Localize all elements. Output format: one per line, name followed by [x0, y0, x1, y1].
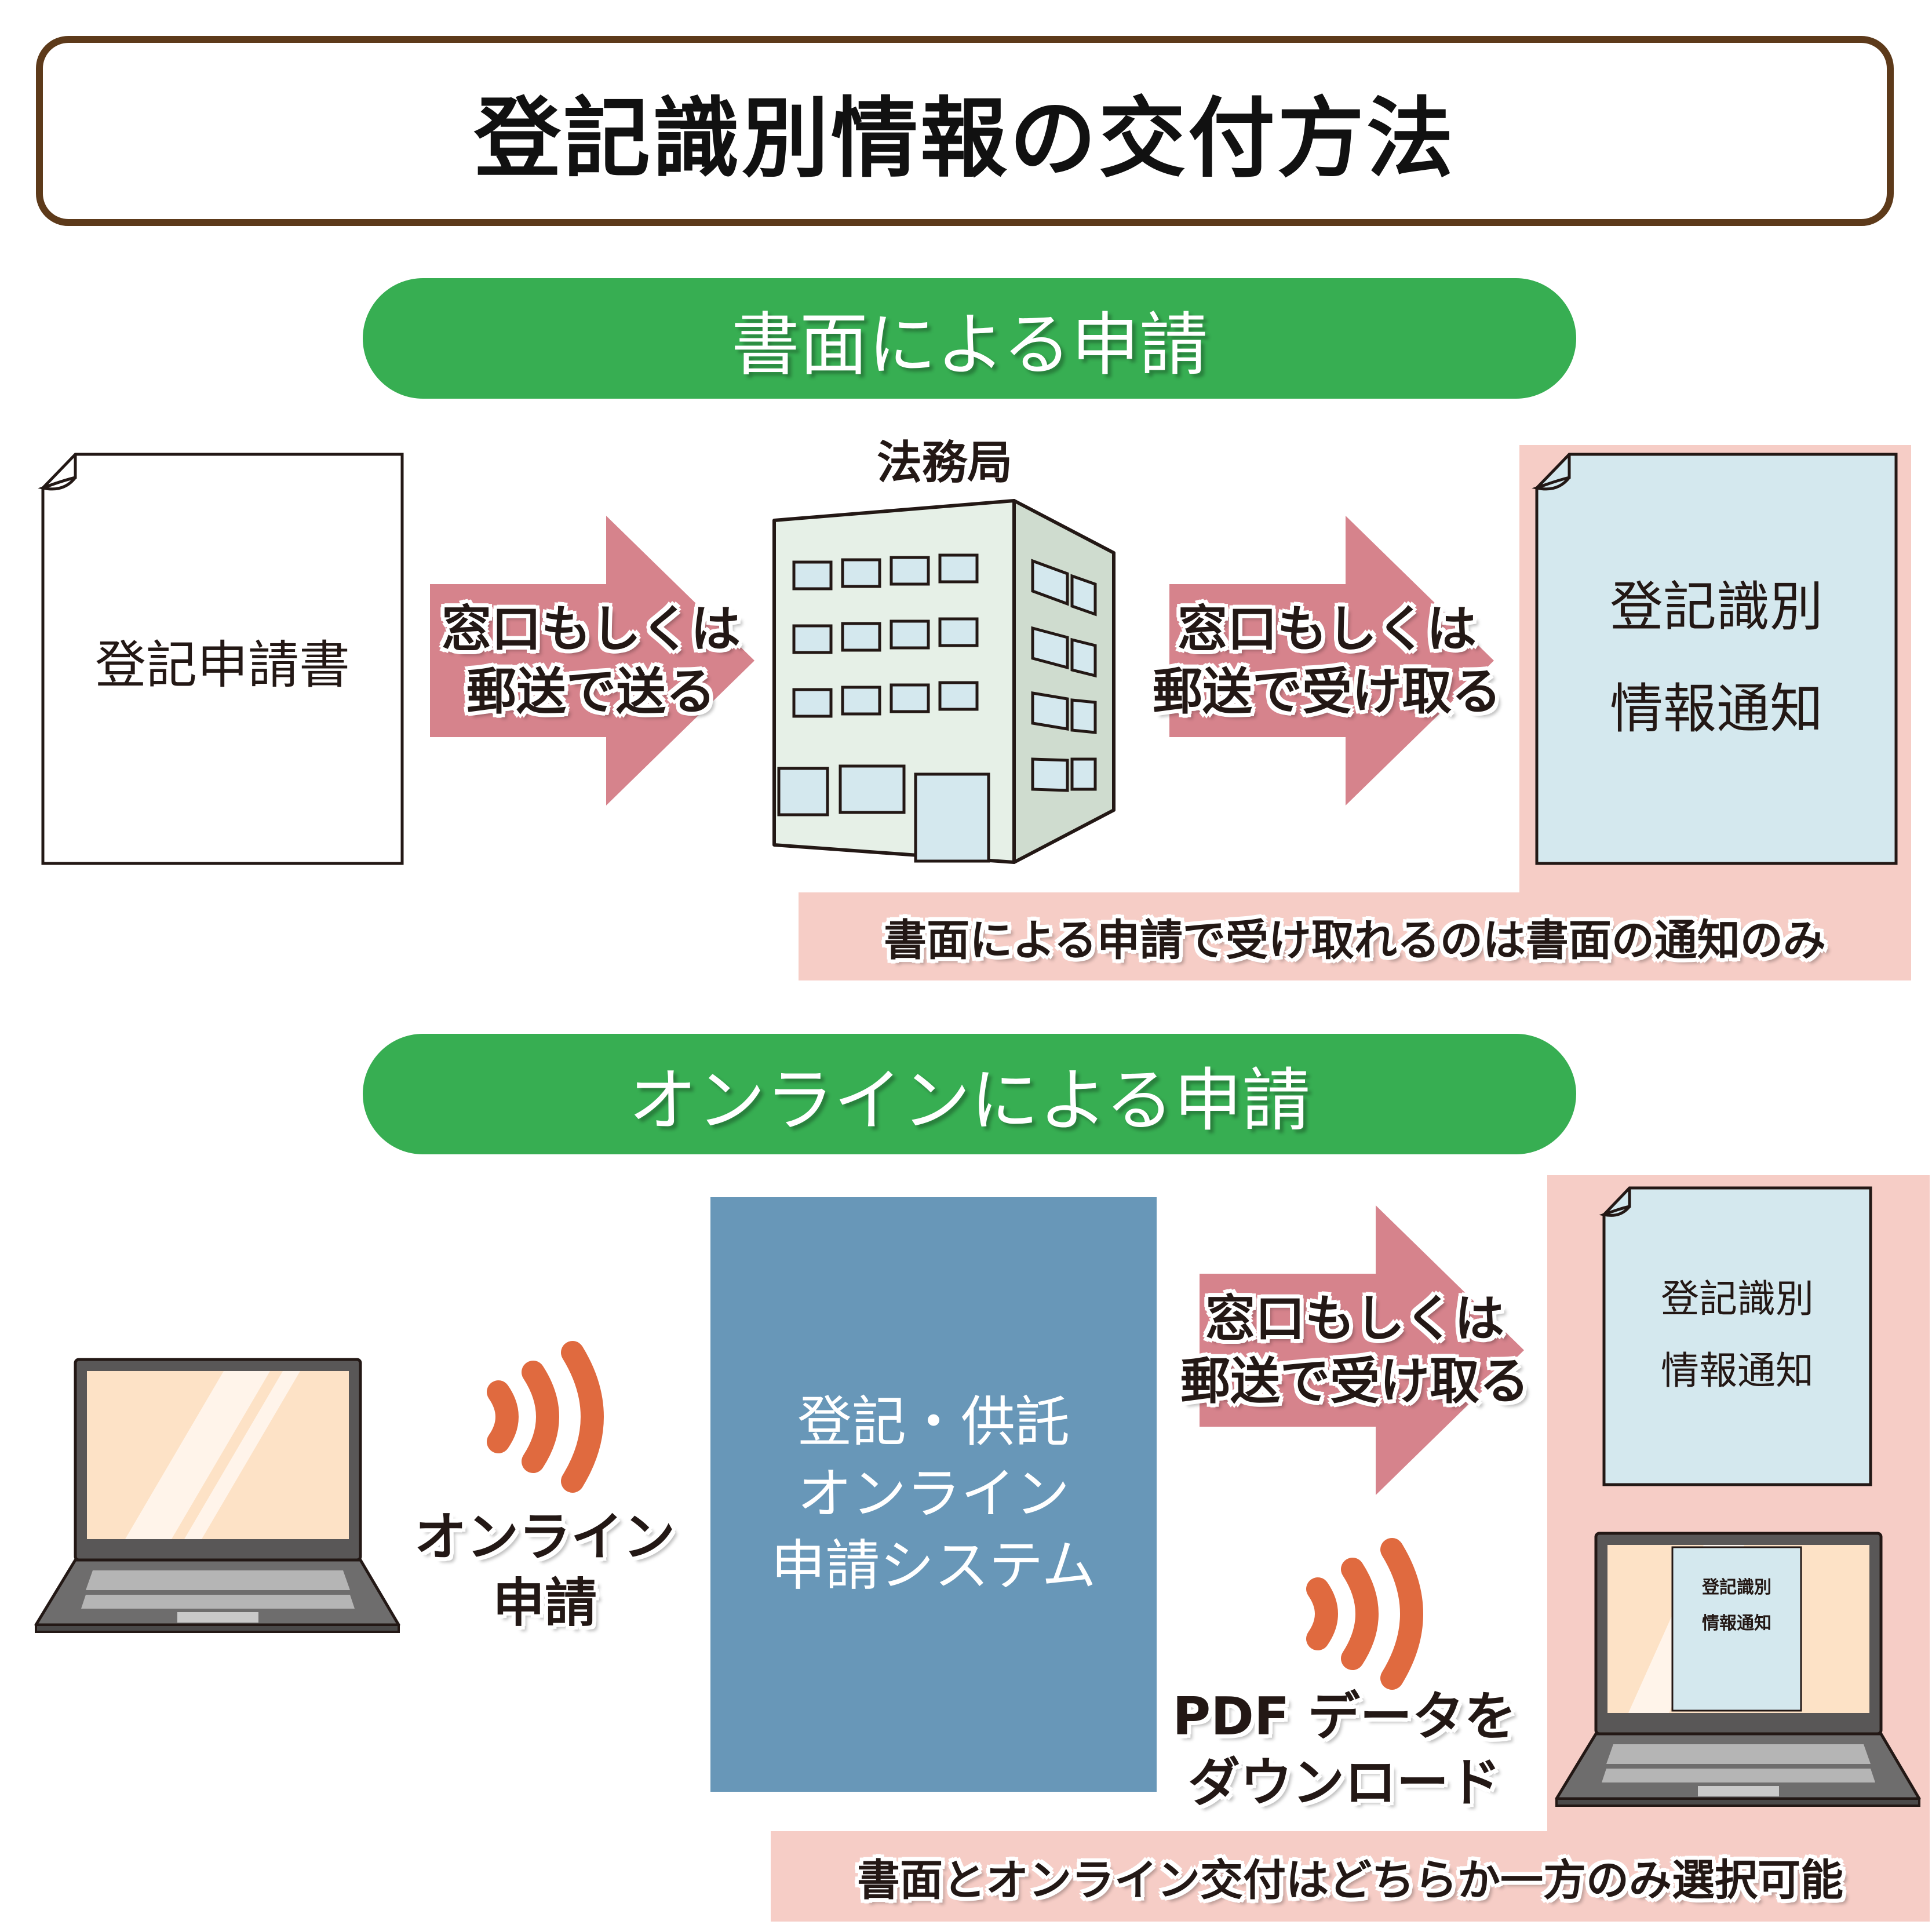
arrow-receive-online-line2: 郵送で受け取る — [1180, 1353, 1529, 1410]
application-doc-label: 登記申請書 — [43, 626, 402, 695]
online-application-label: オンライン 申請 — [382, 1501, 707, 1640]
online-application-line2: 申請 — [493, 1573, 597, 1634]
laptop-icon — [34, 1358, 400, 1633]
screen-notice-line1: 登記識別 — [1702, 1577, 1771, 1598]
system-line1: 登記・供託 — [797, 1391, 1070, 1454]
document-icon — [38, 453, 404, 865]
arrow-send-line1: 窓口もしくは — [442, 600, 741, 658]
note-online-text: 書面とオンライン交付はどちらか一方のみ選択可能 — [857, 1855, 1843, 1905]
download-line2: ダウンロード — [1188, 1752, 1501, 1813]
arrow-receive-online-line1: 窓口もしくは — [1205, 1290, 1504, 1348]
section-paper-heading: 書面による申請 — [363, 278, 1576, 399]
note-panel-paper — [799, 892, 1911, 980]
section-online-heading: オンラインによる申請 — [363, 1034, 1576, 1154]
arrow-receive-paper-line1: 窓口もしくは — [1178, 600, 1477, 658]
note-paper-text: 書面による申請で受け取れるのは書面の通知のみ — [884, 915, 1826, 965]
notice-paper-line2: 情報通知 — [1609, 678, 1823, 740]
download-label: PDF データを ダウンロード — [1153, 1681, 1536, 1820]
note-panel-online — [771, 1831, 1930, 1922]
document-icon — [1532, 453, 1898, 865]
notice-paper-line1: 登記識別 — [1609, 576, 1823, 638]
arrow-receive-paper-label: 窓口もしくは 郵送で受け取る — [1130, 591, 1524, 730]
building-icon — [772, 499, 1116, 864]
system-line2: オンライン — [797, 1463, 1070, 1526]
section-paper-heading-text: 書面による申請 — [731, 304, 1208, 385]
arrow-receive-online-label: 窓口もしくは 郵送で受け取る — [1158, 1281, 1552, 1420]
note-online: 書面とオンライン交付はどちらか一方のみ選択可能 — [771, 1831, 1930, 1922]
office-label-text: 法務局 — [876, 437, 1012, 489]
office-label: 法務局 — [811, 424, 1078, 494]
section-online-heading-text: オンラインによる申請 — [628, 1060, 1311, 1140]
signal-icon — [1306, 1538, 1423, 1690]
arrow-send-line2: 郵送で送る — [466, 663, 716, 721]
arrow-icon — [1169, 516, 1494, 805]
screen-notice-line2: 情報通知 — [1702, 1613, 1771, 1634]
arrow-icon — [430, 516, 754, 805]
online-system-box: 登記・供託 オンライン 申請システム — [710, 1197, 1157, 1792]
online-application-line1: オンライン — [414, 1507, 675, 1568]
note-paper: 書面による申請で受け取れるのは書面の通知のみ — [799, 892, 1911, 980]
title-box: 登記識別情報の交付方法 — [36, 36, 1894, 226]
laptop-icon — [1555, 1532, 1921, 1807]
page-title: 登記識別情報の交付方法 — [473, 88, 1456, 189]
document-icon — [1599, 1186, 1872, 1486]
notice-online-line1: 登記識別 — [1661, 1277, 1814, 1321]
arrow-receive-paper-line2: 郵送で受け取る — [1153, 663, 1501, 721]
signal-icon — [487, 1341, 604, 1493]
notice-online-label: 登記識別 情報通知 — [1604, 1263, 1871, 1407]
download-line1: PDF データを — [1172, 1686, 1517, 1747]
screen-notice-label: 登記識別 情報通知 — [1672, 1562, 1801, 1649]
arrow-send-label: 窓口もしくは 郵送で送る — [406, 591, 777, 730]
arrow-icon — [1200, 1205, 1524, 1495]
system-line3: 申請システム — [771, 1534, 1096, 1598]
notice-paper-label: 登記識別 情報通知 — [1537, 556, 1896, 760]
notice-online-line2: 情報通知 — [1661, 1348, 1814, 1393]
application-doc-text: 登記申請書 — [94, 635, 350, 695]
